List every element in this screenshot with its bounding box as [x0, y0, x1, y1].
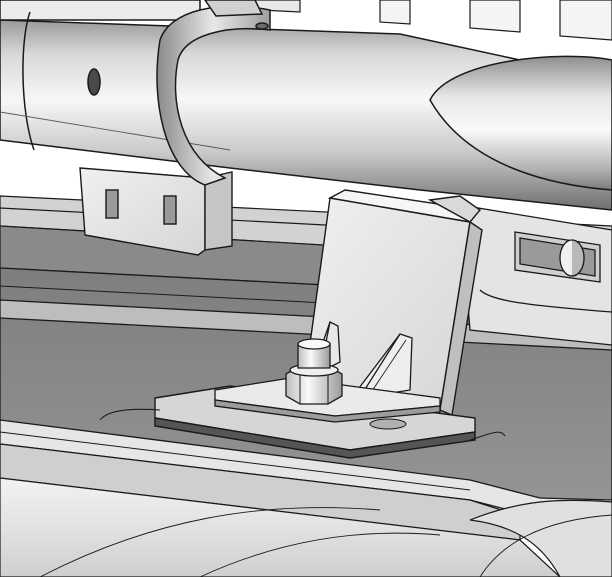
tube-clamp-band	[156, 0, 271, 186]
lower-rail	[0, 419, 612, 541]
bolt-hole	[369, 418, 407, 430]
roof-curve	[0, 477, 612, 577]
clamp-bracket	[79, 167, 233, 256]
upright-bracket	[304, 189, 483, 416]
hex-nut	[285, 363, 343, 405]
bolt-stud	[297, 338, 331, 369]
cross-tube	[0, 0, 612, 211]
side-bracket	[459, 204, 612, 346]
